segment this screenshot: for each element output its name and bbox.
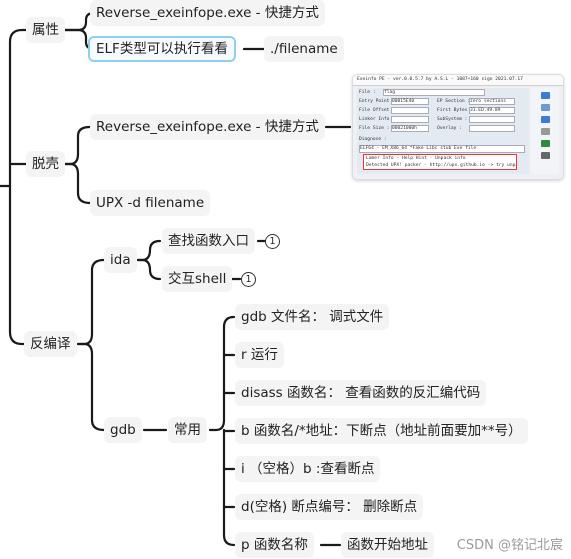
ida-find-entry-count-badge[interactable]: 1 [265, 234, 280, 249]
screenshot-overlay-field [469, 125, 515, 132]
screenshot-detect-line-1: Lamer Info - Help Hint - Unpack info [366, 156, 466, 161]
node-ida[interactable]: ida [104, 247, 137, 273]
node-ida-interactive-shell[interactable]: 交互shell [162, 266, 233, 292]
screenshot-tool-panel [531, 88, 559, 174]
screenshot-entry-value: 00015E40 [392, 99, 415, 104]
node-gdb-cmd-info-breakpoints[interactable]: i （空格）b :查看断点 [235, 456, 381, 482]
screenshot-about-icon [541, 140, 550, 147]
screenshot-detect-line-2: Detected UPX! packer - http://upx.github… [366, 163, 516, 168]
screenshot-file-field: flag [383, 89, 485, 96]
screenshot-file-size-label: File Size : [359, 126, 390, 131]
screenshot-open-icon [541, 92, 550, 99]
screenshot-file-offset-field [391, 107, 429, 114]
screenshot-file-label: File : [359, 90, 376, 95]
screenshot-entry-label: Entry Point : [359, 99, 395, 104]
node-attr-exeinfope-shortcut[interactable]: Reverse_exeinfope.exe - 快捷方式 [90, 0, 325, 26]
screenshot-subsystem-field [469, 116, 515, 123]
screenshot-file-offset-label: File Offset : [359, 108, 395, 113]
node-gdb-cmd-breakpoint[interactable]: b 函数名/*地址：下断点（地址前面要加**号） [235, 418, 528, 444]
screenshot-subsystem-label: SubSystem : [437, 117, 468, 122]
node-attr-elf-executable[interactable]: ELF类型可以执行看看 [88, 36, 236, 62]
screenshot-status-field: ELF64 - EM_X86_64 *Fake Libc stub Exe fi… [359, 145, 525, 153]
screenshot-ep-section-field: zero sections [469, 98, 515, 105]
node-unpack[interactable]: 脱壳 [26, 151, 65, 177]
screenshot-file-value: flag [384, 90, 396, 95]
node-gdb-function-start-address[interactable]: 函数开始地址 [341, 532, 434, 558]
node-attributes[interactable]: 属性 [26, 17, 65, 43]
node-gdb-common[interactable]: 常用 [168, 417, 207, 443]
node-gdb-cmd-print-function[interactable]: p 函数名称 [235, 532, 314, 558]
node-gdb-cmd-delete-breakpoint[interactable]: d(空格) 断点编号： 删除断点 [235, 494, 424, 520]
ida-interactive-shell-count-badge[interactable]: 1 [241, 272, 256, 287]
exeinfope-screenshot-image[interactable]: Exeinfo PE - ver.0.0.5.7 by A.S.L - 1087… [352, 74, 564, 180]
screenshot-exit-icon [541, 152, 550, 159]
screenshot-first-bytes-label: First Bytes : [437, 108, 473, 113]
node-gdb[interactable]: gdb [104, 417, 142, 443]
node-gdb-cmd-run[interactable]: r 运行 [235, 342, 284, 368]
screenshot-scan-icon [541, 104, 550, 111]
screenshot-plugins-icon [541, 116, 550, 123]
screenshot-ep-section-value: zero sections [470, 99, 506, 104]
screenshot-detection-box: Lamer Info - Help Hint - Unpack info Det… [363, 154, 517, 170]
screenshot-linker-label: Linker Info : [359, 117, 395, 122]
screenshot-status-line: ELF64 - EM_X86_64 *Fake Libc stub Exe fi… [360, 146, 477, 151]
screenshot-first-bytes-field: 31.ED.49.89 [469, 107, 515, 114]
node-attr-run-filename[interactable]: ./filename [264, 36, 344, 62]
node-ida-find-entry[interactable]: 查找函数入口 [162, 228, 255, 254]
node-gdb-cmd-open-file[interactable]: gdb 文件名： 调式文件 [235, 304, 390, 330]
screenshot-file-size-value: 00021000h [392, 126, 417, 131]
csdn-watermark: CSDN @铭记北宸 [456, 538, 563, 553]
screenshot-file-size-field: 00021000h [391, 125, 429, 132]
screenshot-title-bar: Exeinfo PE - ver.0.0.5.7 by A.S.L - 1087… [353, 75, 563, 86]
screenshot-diagnose-label: Diagnose : [359, 137, 387, 142]
node-unpack-upx-command[interactable]: UPX -d filename [90, 190, 211, 216]
node-gdb-cmd-disass[interactable]: disass 函数名： 查看函数的反汇编代码 [235, 380, 487, 406]
screenshot-first-bytes-value: 31.ED.49.89 [470, 108, 501, 113]
node-decompile[interactable]: 反编译 [24, 331, 77, 357]
node-unpack-exeinfope-shortcut[interactable]: Reverse_exeinfope.exe - 快捷方式 [90, 114, 325, 140]
screenshot-settings-icon [541, 128, 550, 135]
screenshot-ep-section-label: EP Section : [437, 99, 471, 104]
screenshot-overlay-label: Overlay : [437, 126, 462, 131]
screenshot-entry-field: 00015E40 [391, 98, 429, 105]
screenshot-linker-field [391, 116, 429, 123]
